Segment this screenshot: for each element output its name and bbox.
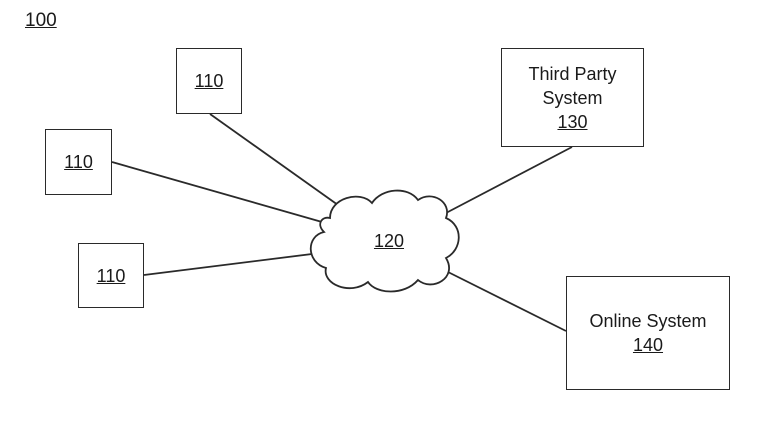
client-device-box-top: 110 — [176, 48, 242, 114]
third-party-name-line2: System — [542, 87, 603, 108]
online-system-name: Online System — [589, 311, 707, 331]
figure-number: 100 — [25, 10, 57, 31]
edge-client-left-to-network — [111, 161, 323, 223]
client-device-box-bottom: 110 — [78, 243, 144, 308]
network-cloud-shape — [309, 189, 460, 293]
client-device-box-left: 110 — [45, 129, 112, 195]
network-label: 120 — [373, 231, 405, 251]
online-system-box: Online System 140 — [566, 276, 730, 390]
online-system-ref: 140 — [632, 335, 664, 355]
edge-online-system-to-network — [445, 270, 567, 332]
client-device-ref: 110 — [96, 265, 126, 286]
edge-client-top-to-network — [209, 113, 346, 211]
client-device-ref: 110 — [194, 71, 224, 91]
edge-client-bottom-to-network — [143, 252, 321, 276]
third-party-ref: 130 — [557, 111, 588, 132]
third-party-system-box: Third Party System 130 — [501, 48, 644, 147]
third-party-name-line1: Third Party — [528, 63, 617, 84]
edge-third-party-to-network — [445, 146, 573, 214]
client-device-ref: 110 — [64, 152, 93, 172]
